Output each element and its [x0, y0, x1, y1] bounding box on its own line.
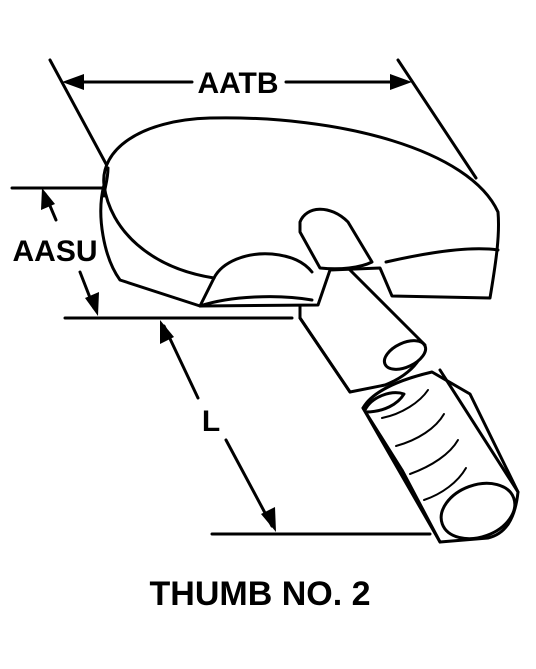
aatb-arrow-right — [390, 74, 412, 90]
thumb-head — [99, 116, 501, 308]
l-label: L — [202, 405, 220, 438]
aasu-arrow-top — [41, 188, 55, 210]
aatb-extension-right — [396, 58, 478, 180]
upper-shank — [298, 258, 428, 394]
threaded-shank — [361, 368, 520, 544]
aatb-extension-left — [48, 58, 114, 177]
shank-end-face — [439, 481, 517, 541]
shank-break-face — [382, 339, 428, 371]
l-arrow-bottom — [261, 507, 276, 532]
l-arrow-top — [160, 320, 174, 344]
aasu-arrow-bottom — [85, 292, 99, 316]
aatb-arrow-left — [62, 74, 84, 90]
aasu-label: AASU — [12, 235, 97, 268]
l-dim-line-bottom — [224, 438, 274, 528]
aatb-label: AATB — [197, 67, 278, 100]
diagram-caption: THUMB NO. 2 — [150, 575, 371, 613]
